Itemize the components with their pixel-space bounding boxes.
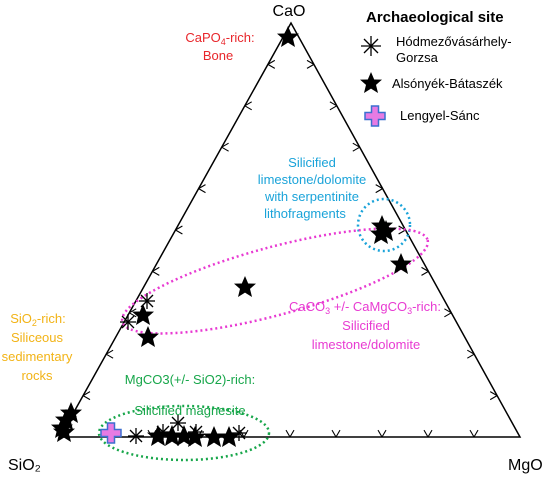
- tick-mark: [82, 391, 91, 401]
- tick-mark: [244, 101, 252, 111]
- tick-mark: [175, 225, 183, 235]
- siliceous-label: SiO2-rich: Siliceous sedimentary rocks: [2, 311, 73, 383]
- asterisk-point: [139, 293, 155, 309]
- limestone-label: CaCO3 +/- CaMgCO3-rich: Silicified limes…: [289, 299, 441, 352]
- legend: Archaeological site Hódmezővásárhely- Go…: [360, 9, 512, 127]
- svg-text:Silicified: Silicified: [342, 318, 390, 333]
- svg-text:limestone/dolomite: limestone/dolomite: [312, 337, 420, 352]
- bone-label: CaPO4-rich: Bone: [185, 30, 254, 63]
- tick-mark: [467, 349, 475, 359]
- limestone-region: [120, 227, 430, 335]
- svg-text:sedimentary: sedimentary: [2, 349, 73, 364]
- tick-mark: [377, 429, 387, 438]
- plus-icon: [364, 105, 386, 127]
- tick-mark: [221, 142, 229, 152]
- asterisk-icon: [361, 36, 381, 56]
- legend-item-hodmezo-line1: Hódmezővásárhely-: [396, 34, 512, 49]
- tick-mark: [375, 184, 383, 194]
- magnesite-region: [97, 404, 271, 462]
- vertex-mgo-label: MgO: [508, 457, 543, 474]
- hodmezo-points: [120, 293, 247, 444]
- star-point: [390, 253, 412, 274]
- star-point: [53, 421, 75, 442]
- tick-mark: [331, 429, 341, 438]
- svg-text:MgCO3(+/- SiO2)-rich:: MgCO3(+/- SiO2)-rich:: [125, 372, 255, 387]
- tick-mark: [129, 308, 137, 318]
- tick-mark: [329, 101, 338, 111]
- star-icon: [360, 72, 382, 93]
- asterisk-point: [128, 428, 144, 444]
- svg-text:with serpentinite: with serpentinite: [264, 189, 359, 204]
- svg-text:Silicified: Silicified: [288, 155, 336, 170]
- serpentinite-label: Silicified limestone/dolomite with serpe…: [258, 155, 366, 221]
- legend-item-alsonyek: Alsónyék-Bátaszék: [392, 76, 503, 91]
- star-point: [234, 276, 256, 297]
- tick-mark: [152, 266, 160, 276]
- asterisk-point: [170, 415, 186, 431]
- magnesite-label: MgCO3(+/- SiO2)-rich: Silicified magnesi…: [125, 372, 255, 418]
- svg-text:SiO2-rich:: SiO2-rich:: [10, 311, 66, 328]
- svg-text:CaCO3 +/- CaMgCO3-rich:: CaCO3 +/- CaMgCO3-rich:: [289, 299, 441, 316]
- serpentinite-region: [356, 197, 412, 253]
- svg-text:lithofragments: lithofragments: [264, 206, 346, 221]
- asterisk-point: [188, 424, 204, 440]
- legend-item-hodmezo-line2: Gorzsa: [396, 50, 439, 65]
- tick-mark: [267, 59, 276, 69]
- svg-text:limestone/dolomite: limestone/dolomite: [258, 172, 366, 187]
- svg-text:CaPO4-rich:: CaPO4-rich:: [185, 30, 254, 47]
- tick-mark: [444, 308, 452, 318]
- star-point: [218, 426, 240, 447]
- legend-title: Archaeological site: [366, 9, 504, 26]
- tick-mark: [105, 349, 114, 359]
- asterisk-point: [231, 425, 247, 441]
- lengyel-point: [100, 422, 122, 444]
- asterisk-point: [155, 424, 171, 440]
- tick-mark: [469, 429, 479, 438]
- legend-item-lengyel: Lengyel-Sánc: [400, 108, 480, 123]
- tick-mark: [285, 429, 295, 438]
- tick-mark: [489, 391, 498, 401]
- vertex-cao-label: CaO: [273, 3, 306, 20]
- tick-mark: [352, 142, 360, 152]
- star-point: [137, 326, 159, 347]
- svg-text:rocks: rocks: [21, 368, 53, 383]
- tick-mark: [198, 184, 206, 194]
- vertex-sio2-label: SiO₂: [8, 457, 41, 474]
- tick-mark: [423, 429, 433, 438]
- svg-text:Bone: Bone: [203, 48, 233, 63]
- star-point: [277, 26, 299, 47]
- tick-mark: [421, 266, 429, 276]
- tick-mark: [306, 59, 315, 69]
- svg-text:Silicified magnesite: Silicified magnesite: [134, 403, 245, 418]
- star-point: [184, 426, 206, 447]
- svg-text:Siliceous: Siliceous: [11, 330, 64, 345]
- asterisk-point: [120, 314, 136, 330]
